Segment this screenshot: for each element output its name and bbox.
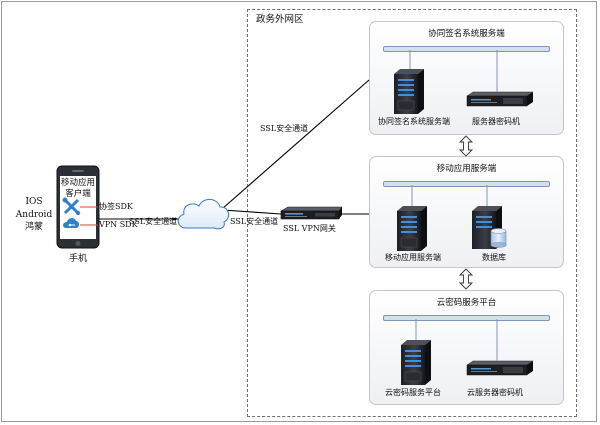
panel-title: 云密码服务平台 xyxy=(436,298,497,308)
server-tower-icon xyxy=(397,206,427,251)
panel-title: 移动应用服务端 xyxy=(436,164,497,174)
client-app-line1: 移动应用 xyxy=(60,178,95,188)
internet-cloud-icon xyxy=(177,198,230,230)
double-arrow-bottom xyxy=(458,268,474,290)
sdk-sign-label: 协签SDK xyxy=(99,202,133,211)
os-list: IOS Android 鸿蒙 xyxy=(15,196,53,234)
panel-bus-bar xyxy=(383,181,550,187)
panel-title: 协同签名系统服务端 xyxy=(428,29,505,39)
panel-bus-bar xyxy=(383,315,550,321)
device-label: 移动应用服务端 xyxy=(385,253,441,262)
panel-bus-bar xyxy=(383,46,550,52)
client-app-line2: 客户端 xyxy=(65,189,91,199)
government-network-zone xyxy=(247,9,577,417)
bus-drops xyxy=(409,50,498,361)
sdk-vpn-label: VPN SDK xyxy=(99,220,138,229)
device-label: 云服务器密码机 xyxy=(467,388,523,397)
gateway-label: SSL VPN网关 xyxy=(283,224,336,233)
tools-icon xyxy=(62,197,81,216)
client-app-label: 移动应用 客户端 xyxy=(60,178,96,200)
channel-label-right: SSL安全通道 xyxy=(230,217,279,226)
crypto-machine-icon xyxy=(466,91,534,107)
device-label: 协同签名系统服务端 xyxy=(378,117,450,126)
server-tower-icon xyxy=(401,340,431,385)
crypto-machine-icon xyxy=(466,360,534,376)
device-label: 数据库 xyxy=(482,253,506,262)
connection-lines xyxy=(97,79,370,220)
os-ios: IOS xyxy=(25,197,43,207)
device-label: 服务器密码机 xyxy=(472,117,520,126)
vpn-key-icon xyxy=(63,218,79,228)
server-tower-icon xyxy=(394,69,424,114)
os-android: Android xyxy=(15,209,53,220)
channel-label-left: SSL安全通道 xyxy=(129,217,178,226)
database-icon xyxy=(490,228,507,248)
zone-title: 政务外网区 xyxy=(256,14,304,25)
double-arrow-top xyxy=(458,135,474,157)
os-harmony: 鸿蒙 xyxy=(24,222,43,232)
phone-caption: 手机 xyxy=(69,254,88,264)
ssl-vpn-gateway-icon xyxy=(279,206,343,220)
device-label: 云密码服务平台 xyxy=(385,388,441,397)
link-cloud-to-gateway xyxy=(221,209,282,215)
channel-label-upper: SSL安全通道 xyxy=(260,124,309,133)
sdk-pointer-lines xyxy=(80,206,98,226)
link-cloud-to-collab-panel xyxy=(221,79,370,210)
